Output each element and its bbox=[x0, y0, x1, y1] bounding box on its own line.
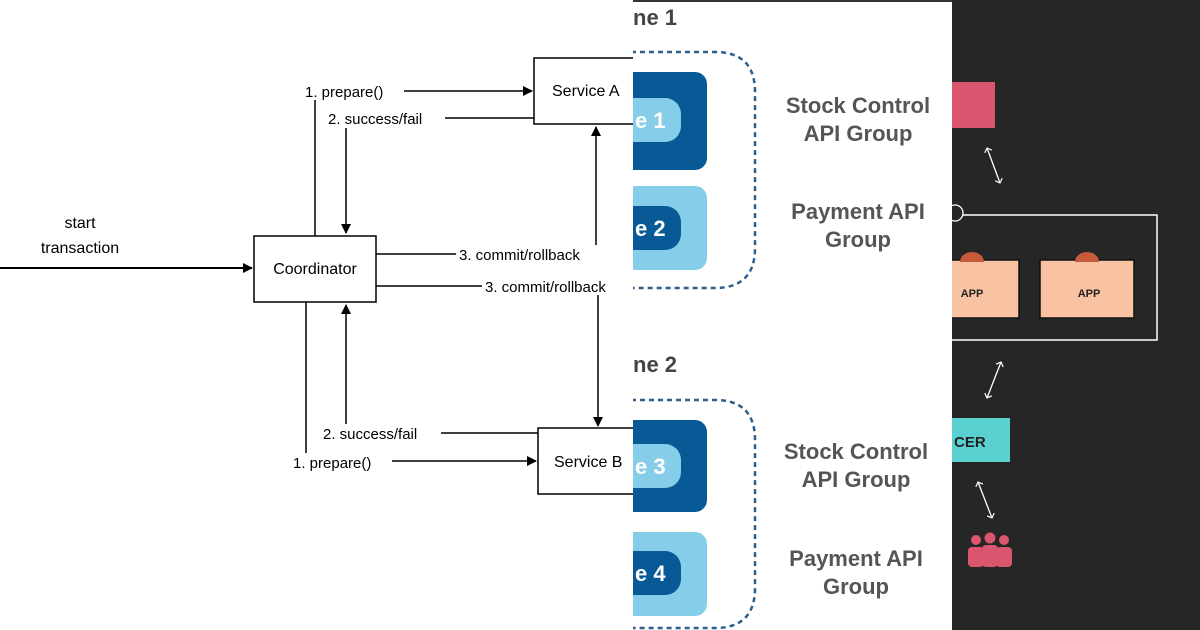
double-arrow-1 bbox=[987, 148, 1000, 183]
zone2-title: ne 2 bbox=[633, 352, 677, 377]
node3-label: e 3 bbox=[635, 454, 666, 479]
service-a-label: Service A bbox=[552, 83, 620, 100]
node4-label: e 4 bbox=[635, 561, 666, 586]
app2-box bbox=[1039, 259, 1135, 319]
node4-pill bbox=[633, 551, 681, 595]
zones-diagram: ne 1 e 1 e 2 Stock Control API Group Pay… bbox=[633, 0, 953, 630]
start-label-line2: transaction bbox=[41, 240, 119, 257]
a-success-arrow bbox=[341, 117, 534, 234]
cluster-box bbox=[952, 214, 1158, 341]
double-arrow-3 bbox=[978, 482, 992, 518]
coordinator-label: Coordinator bbox=[273, 261, 357, 278]
start-label-line1: start bbox=[64, 215, 96, 232]
app2-container-icon bbox=[1075, 252, 1099, 262]
service-a-box bbox=[533, 57, 635, 125]
balancer-box bbox=[952, 418, 1010, 462]
zones-panel: ne 1 e 1 e 2 Stock Control API Group Pay… bbox=[633, 0, 953, 630]
app1-label: APP bbox=[961, 288, 984, 300]
zone1-stock-line1: Stock Control bbox=[786, 93, 930, 118]
node2-label: e 2 bbox=[635, 216, 666, 241]
architecture-diagram: APP APP CER bbox=[952, 82, 1158, 567]
coordinator-box bbox=[253, 235, 377, 303]
zone2-dashed-border bbox=[633, 398, 757, 630]
b-commit-arrow bbox=[376, 285, 603, 427]
architecture-panel: APP APP CER bbox=[952, 0, 1200, 630]
zone1-stock-line2: API Group bbox=[804, 121, 913, 146]
zone1-payment-line1: Payment API bbox=[791, 199, 925, 224]
two-phase-commit-panel: start transaction Coordinator Service A … bbox=[0, 57, 635, 495]
balancer-label: CER bbox=[954, 434, 986, 451]
zone2-payment-line1: Payment API bbox=[789, 546, 923, 571]
zone1-dashed-border bbox=[633, 50, 757, 290]
a-success-label: 2. success/fail bbox=[328, 111, 422, 128]
zone2-stock-line1: Stock Control bbox=[784, 439, 928, 464]
b-prepare-label: 1. prepare() bbox=[293, 455, 371, 472]
app1-container-icon bbox=[960, 252, 984, 262]
service-b-box bbox=[537, 427, 635, 495]
cluster-connector bbox=[952, 204, 964, 222]
zone1-payment-line2: Group bbox=[825, 227, 891, 252]
service-block bbox=[952, 82, 995, 128]
zone2-payment-line2: Group bbox=[823, 574, 889, 599]
a-commit-arrow bbox=[376, 126, 601, 255]
b-success-arrow bbox=[341, 304, 538, 434]
node1-label: e 1 bbox=[635, 108, 666, 133]
users-icon bbox=[968, 532, 1012, 567]
b-commit-label: 3. commit/rollback bbox=[485, 279, 606, 296]
node1-pill bbox=[633, 98, 681, 142]
app2-label: APP bbox=[1078, 288, 1101, 300]
a-commit-label: 3. commit/rollback bbox=[459, 247, 580, 264]
b-success-label: 2. success/fail bbox=[323, 426, 417, 443]
double-arrow-2 bbox=[987, 362, 1001, 398]
two-phase-commit-diagram: start transaction Coordinator Service A … bbox=[0, 57, 635, 495]
service-b-label: Service B bbox=[554, 454, 622, 471]
a-prepare-label: 1. prepare() bbox=[305, 84, 383, 101]
node3-pill bbox=[633, 444, 681, 488]
zone1-title: ne 1 bbox=[633, 5, 677, 30]
zone2-stock-line2: API Group bbox=[802, 467, 911, 492]
node2-pill bbox=[633, 206, 681, 250]
